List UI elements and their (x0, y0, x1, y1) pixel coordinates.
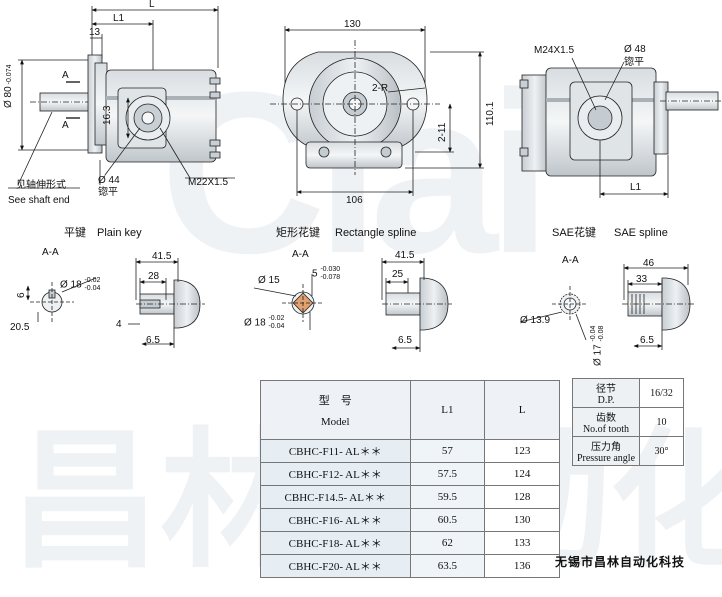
note-shaft-zh: 见轴伸形式 (16, 180, 66, 191)
dim-phi44: Ø 44 (98, 175, 120, 186)
L1-cell: 63.5 (409, 554, 486, 578)
sae-spline-title-zh: SAE花键 (552, 227, 597, 239)
table-row: CBHC-F12- AL＊＊ 57.5 124 (260, 462, 560, 486)
L1-cell: 57.5 (409, 462, 486, 486)
table-row: CBHC-F18- AL＊＊ 62 133 (260, 531, 560, 555)
dim-13: 13 (89, 27, 101, 38)
technical-drawing (8, 6, 722, 352)
dim-phi80: Ø 80 -0.074 (3, 64, 14, 109)
sae-spline-phi17: Ø 17 -0.04 -0.08 (590, 325, 605, 366)
rect-spline-phi18: Ø 18 -0.02 -0.04 (244, 315, 285, 330)
table-row: CBHC-F14.5- AL＊＊ 59.5 128 (260, 485, 560, 509)
drawing-sheet: Clai 昌林自动化 (3, 0, 722, 585)
dim-L: L (149, 0, 155, 10)
plain-key-title-en: Plain key (97, 227, 142, 239)
dim-16-3: 16.3 (102, 105, 113, 125)
table-row: 径节 D.P. 16/32 (572, 378, 684, 408)
dim-2-11: 2-11 (437, 122, 448, 142)
model-table: 型 号 Model L1 L CBHC-F11- AL＊＊ 57 123 CBH… (260, 380, 560, 578)
spec-value: 10 (639, 407, 684, 437)
rect-spline-section: A-A (292, 249, 309, 260)
L-cell: 136 (484, 554, 560, 578)
header-L: L (484, 380, 560, 440)
rect-spline-detail (253, 258, 452, 352)
L1-cell: 59.5 (409, 485, 486, 509)
section-mark-top: A (62, 70, 69, 81)
rect-spline-dim-5: 5 -0.030 -0.078 (312, 266, 341, 281)
sae-spline-dim-6-5: 6.5 (640, 335, 654, 346)
note-countersink-front: 锪平 (98, 187, 118, 198)
plain-key-title-zh: 平键 (64, 227, 86, 239)
table-row: 压力角 Pressure angle 30° (572, 436, 684, 466)
rear-view-pump (519, 57, 722, 198)
rect-spline-phi15: Ø 15 (258, 275, 280, 286)
L-cell: 128 (484, 485, 560, 509)
sae-spline-dim-46: 46 (643, 258, 655, 269)
rect-spline-title-zh: 矩形花键 (276, 227, 320, 239)
L1-cell: 62 (409, 531, 486, 555)
dim-2R: 2-R (372, 83, 389, 94)
plain-key-section: A-A (42, 247, 59, 258)
note-shaft-en: See shaft end (8, 195, 70, 206)
table-row: CBHC-F16- AL＊＊ 60.5 130 (260, 508, 560, 532)
rect-spline-dim-6-5: 6.5 (398, 335, 412, 346)
section-mark-bottom: A (62, 120, 69, 131)
plain-key-dim-28: 28 (148, 271, 160, 282)
model-cell: CBHC-F12- AL＊＊ (260, 462, 411, 486)
model-cell: CBHC-F11- AL＊＊ (260, 439, 411, 463)
L-cell: 133 (484, 531, 560, 555)
L-cell: 124 (484, 462, 560, 486)
model-cell: CBHC-F14.5- AL＊＊ (260, 485, 411, 509)
plain-key-dim-4: 4 (116, 319, 122, 330)
plain-key-dim-20-5: 20.5 (10, 322, 30, 333)
L1-cell: 57 (409, 439, 486, 463)
front-view-pump (8, 6, 235, 189)
spec-label: 径节 D.P. (572, 378, 640, 408)
plain-key-dim-41-5: 41.5 (152, 251, 172, 262)
L-cell: 123 (484, 439, 560, 463)
sae-spline-phi13-9: Ø 13.9 (520, 315, 551, 326)
model-cell: CBHC-F16- AL＊＊ (260, 508, 411, 532)
L-cell: 130 (484, 508, 560, 532)
spec-value: 16/32 (639, 378, 684, 408)
note-countersink-rear: 锪平 (624, 57, 644, 68)
model-cell: CBHC-F18- AL＊＊ (260, 531, 411, 555)
dim-L1-rear: L1 (630, 182, 642, 193)
dim-106: 106 (346, 195, 363, 206)
model-cell: CBHC-F20- AL＊＊ (260, 554, 411, 578)
gear-spec-table: 径节 D.P. 16/32 齿数 No.of tooth 10 压力角 Pres… (572, 378, 684, 466)
sae-spline-dim-33: 33 (636, 274, 648, 285)
dim-130: 130 (344, 19, 361, 30)
dim-110-1: 110.1 (485, 101, 496, 126)
L1-cell: 60.5 (409, 508, 486, 532)
plain-key-dim-6: 6 (16, 292, 27, 298)
rect-spline-dim-41-5: 41.5 (395, 250, 415, 261)
dim-L1: L1 (113, 13, 125, 24)
spec-label: 压力角 Pressure angle (572, 436, 640, 466)
rect-spline-dim-25: 25 (392, 269, 404, 280)
spec-label: 齿数 No.of tooth (572, 407, 640, 437)
company-name: 无锡市昌林自动化科技 (555, 555, 686, 569)
header-model: 型 号 Model (260, 380, 411, 440)
rect-spline-title-en: Rectangle spline (335, 227, 417, 239)
table-row: CBHC-F20- AL＊＊ 63.5 136 (260, 554, 560, 578)
spec-value: 30° (639, 436, 684, 466)
sae-spline-section: A-A (562, 255, 579, 266)
plain-key-detail (26, 258, 205, 348)
dim-phi48: Ø 48 (624, 44, 646, 55)
table-row: 齿数 No.of tooth 10 (572, 407, 684, 437)
side-view-flange (270, 26, 484, 196)
plain-key-dim-6-5: 6.5 (146, 335, 160, 346)
sae-spline-title-en: SAE spline (614, 227, 668, 239)
table-row: CBHC-F11- AL＊＊ 57 123 (260, 439, 560, 463)
thread-port-front: M22X1.5 (188, 177, 229, 188)
thread-rear: M24X1.5 (534, 45, 575, 56)
sae-spline-detail (519, 264, 694, 350)
plain-key-phi18: Ø 18 -0.02 -0.04 (60, 277, 101, 292)
header-L1: L1 (409, 380, 486, 440)
